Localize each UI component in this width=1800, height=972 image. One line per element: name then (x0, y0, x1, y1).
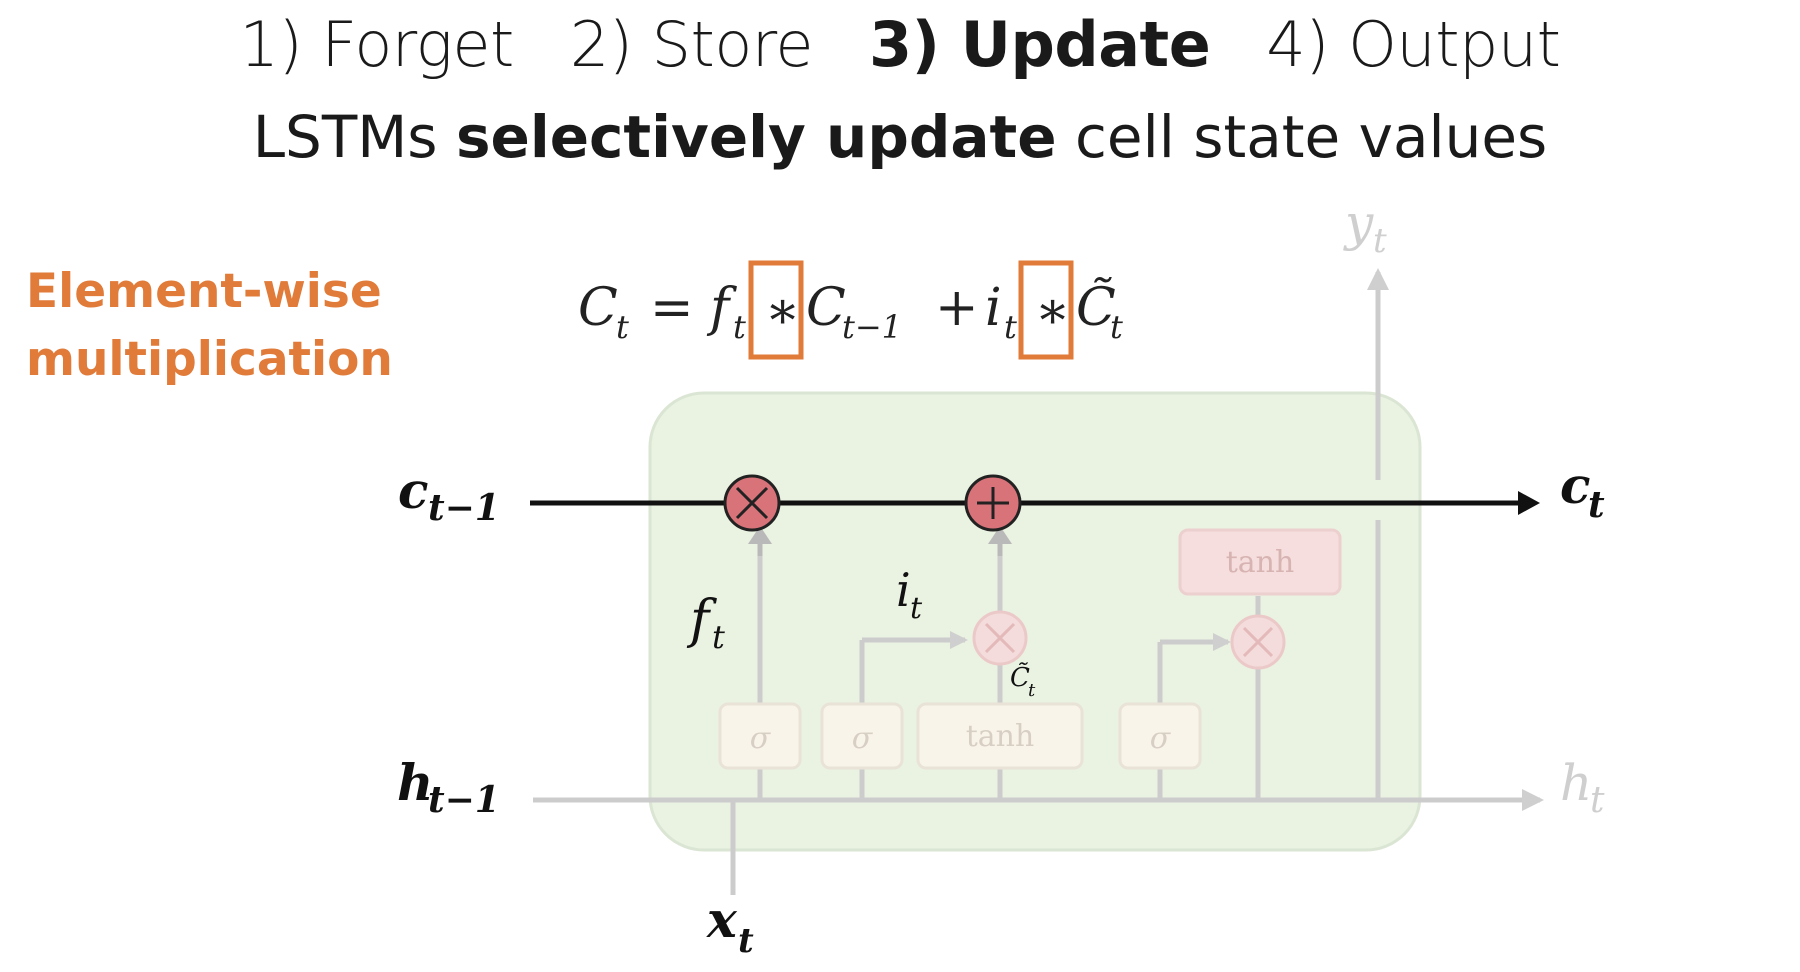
output-label: y (1343, 194, 1374, 252)
highlight-box-1 (748, 260, 804, 360)
eq-ctilde: C̃ (1076, 277, 1116, 338)
step-forget: 1) Forget (239, 8, 515, 81)
cell-state-in-label: c (398, 461, 428, 520)
forget-gate-sub: t (712, 618, 725, 656)
lstm-cell-body (648, 391, 1422, 852)
callout-line-1: Element-wise (26, 264, 382, 319)
input-gate-sigma: σ (852, 721, 874, 756)
candidate-sub: t (1028, 680, 1036, 701)
eq-cprev: C (806, 278, 846, 338)
eq-plus: + (935, 278, 979, 338)
step-store: 2) Store (569, 8, 814, 81)
subtitle-bold: selectively update (455, 103, 1057, 171)
gates: σ σ tanh σ tanh (718, 528, 1342, 770)
candidate-tanh-box (916, 702, 1084, 770)
hidden-out-sub: t (1590, 780, 1605, 821)
subtitle-post: cell state values (1056, 103, 1548, 171)
eq-mult-1: ∗ (765, 281, 800, 341)
input-gate-label: i (896, 563, 911, 617)
eq-ctilde-sub: t (1110, 308, 1123, 346)
eq-f-sub: t (733, 308, 746, 346)
step-update: 3) Update (869, 8, 1211, 81)
output-gate-sigma: σ (1150, 721, 1172, 756)
eq-cprev-sub: t−1 (842, 308, 902, 346)
step-output: 4) Output (1266, 8, 1561, 81)
hidden-in-label: h (397, 753, 433, 812)
subtitle-pre: LSTMs (252, 103, 456, 171)
output-gate-box (1118, 702, 1202, 770)
callout-elementwise: Element-wise multiplication (26, 258, 393, 394)
candidate-label: C̃ (1010, 662, 1030, 693)
input-sub: t (738, 921, 754, 961)
eq-equals: = (650, 278, 694, 338)
highlight-box-2 (1018, 260, 1074, 360)
forget-gate-box (718, 702, 802, 770)
faded-ops (972, 610, 1286, 670)
cell-state-out-label: c (1560, 456, 1590, 515)
input-gate-box (820, 702, 904, 770)
slide-subtitle: LSTMs selectively update cell state valu… (0, 103, 1800, 171)
input-label: x (706, 890, 738, 949)
forget-gate-sigma: σ (750, 721, 772, 756)
update-equation: C t = f t ∗ C t−1 + i t ∗ C̃ t (578, 260, 1123, 360)
callout-line-2: multiplication (26, 332, 393, 387)
eq-lhs-sub: t (616, 308, 629, 346)
cell-state-out-sub: t (1588, 484, 1605, 526)
output-tanh-label: tanh (1226, 545, 1295, 580)
hidden-out-label: h (1560, 754, 1592, 812)
input-gate-sub: t (910, 591, 923, 626)
step-list: 1) Forget 2) Store 3) Update 4) Output (0, 8, 1800, 81)
cell-state-in-sub: t−1 (428, 487, 500, 529)
eq-i: i (985, 278, 1002, 338)
output-tanh-box (1178, 528, 1342, 596)
eq-mult-2: ∗ (1035, 281, 1070, 341)
candidate-tanh-label: tanh (966, 719, 1035, 754)
gray-wiring (533, 268, 1544, 895)
hidden-in-sub: t−1 (428, 779, 500, 821)
output-sub: t (1373, 221, 1387, 261)
eq-i-sub: t (1004, 308, 1017, 346)
eq-lhs: C (578, 278, 618, 338)
